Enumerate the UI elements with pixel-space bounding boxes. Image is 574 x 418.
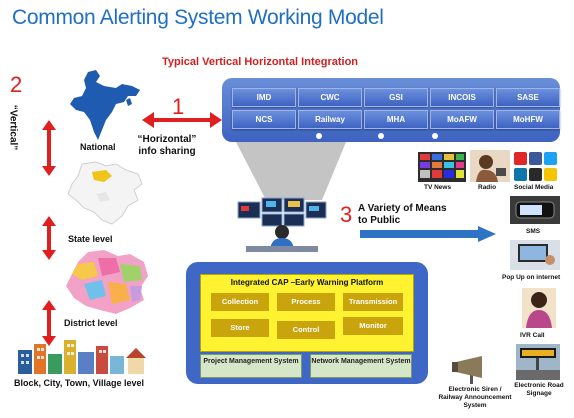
city-skyline bbox=[18, 340, 146, 374]
agency-mha: MHA bbox=[364, 110, 428, 129]
level-national: National bbox=[80, 142, 116, 152]
agency-cwc: CWC bbox=[298, 88, 362, 107]
operator-monitors-icon bbox=[237, 197, 327, 252]
module-control: Control bbox=[277, 321, 335, 339]
module-transmission: Transmission bbox=[343, 293, 403, 311]
media-siren-label: Electronic Siren / Railway Announcement … bbox=[438, 386, 512, 409]
page-title: Common Alerting System Working Model bbox=[12, 6, 384, 29]
module-store: Store bbox=[211, 319, 269, 337]
panel-dot bbox=[432, 133, 438, 139]
marker-3: 3 bbox=[340, 202, 353, 227]
media-road-label: Electronic Road Signage bbox=[514, 382, 564, 397]
vertical-arrow-bottom bbox=[42, 300, 56, 346]
funnel-shape bbox=[236, 142, 346, 200]
network-management-box: Network Management System bbox=[310, 354, 412, 378]
media-sms-label: SMS bbox=[526, 228, 541, 235]
siren-icon bbox=[452, 356, 482, 384]
ivr-call-icon bbox=[522, 288, 556, 328]
media-radio-label: Radio bbox=[478, 184, 497, 191]
media-social-label: Social Media bbox=[514, 184, 554, 191]
level-block: Block, City, Town, Village level bbox=[14, 378, 145, 388]
social-media-icon bbox=[514, 152, 557, 181]
horizontal-arrow bbox=[142, 112, 222, 128]
vertical-arrow-top bbox=[42, 120, 56, 176]
agency-incois: INCOIS bbox=[430, 88, 494, 107]
agency-moafw: MoAFW bbox=[430, 110, 494, 129]
radio-icon bbox=[470, 150, 510, 182]
state-map bbox=[67, 161, 143, 225]
module-collection: Collection bbox=[211, 293, 269, 311]
media-ivr-label: IVR Call bbox=[520, 332, 545, 339]
level-district: District level bbox=[64, 318, 118, 328]
tv-news-icon bbox=[418, 152, 466, 182]
agency-ncs: NCS bbox=[232, 110, 296, 129]
popup-internet-icon bbox=[510, 240, 560, 270]
media-tv-label: TV News bbox=[424, 184, 452, 191]
cap-early-warning-box: Integrated CAP –Early Warning Platform C… bbox=[200, 274, 414, 352]
vertical-label: “Vertical” bbox=[7, 104, 19, 151]
vertical-arrow-middle bbox=[42, 216, 56, 260]
panel-dot bbox=[378, 133, 384, 139]
project-management-box: Project Management System bbox=[200, 354, 302, 378]
subtitle: Typical Vertical Horizontal Integration bbox=[162, 56, 359, 68]
marker-2: 2 bbox=[10, 72, 23, 97]
agency-gsi: GSI bbox=[364, 88, 428, 107]
module-process: Process bbox=[277, 293, 335, 311]
panel-dot bbox=[316, 133, 322, 139]
agency-panel: IMD CWC GSI INCOIS SASE NCS Railway MHA … bbox=[222, 78, 560, 142]
marker-1: 1 bbox=[172, 94, 185, 119]
agency-railway: Railway bbox=[298, 110, 362, 129]
india-map-national bbox=[70, 70, 140, 140]
media-popup-label: Pop Up on internet bbox=[502, 274, 561, 281]
module-monitor: Monitor bbox=[343, 317, 403, 335]
cap-platform-panel: Integrated CAP –Early Warning Platform C… bbox=[186, 262, 428, 384]
road-signage-icon bbox=[516, 344, 560, 380]
public-label: A Variety of Means to Public bbox=[358, 203, 447, 226]
agency-sase: SASE bbox=[496, 88, 560, 107]
horizontal-label: “Horizontal” info sharing bbox=[137, 134, 197, 157]
level-state: State level bbox=[68, 234, 113, 244]
district-map bbox=[66, 250, 148, 314]
public-arrow bbox=[360, 226, 496, 242]
cap-title: Integrated CAP –Early Warning Platform bbox=[230, 278, 384, 287]
agency-mohfw: MoHFW bbox=[496, 110, 560, 129]
agency-imd: IMD bbox=[232, 88, 296, 107]
sms-phone-icon bbox=[510, 196, 560, 224]
